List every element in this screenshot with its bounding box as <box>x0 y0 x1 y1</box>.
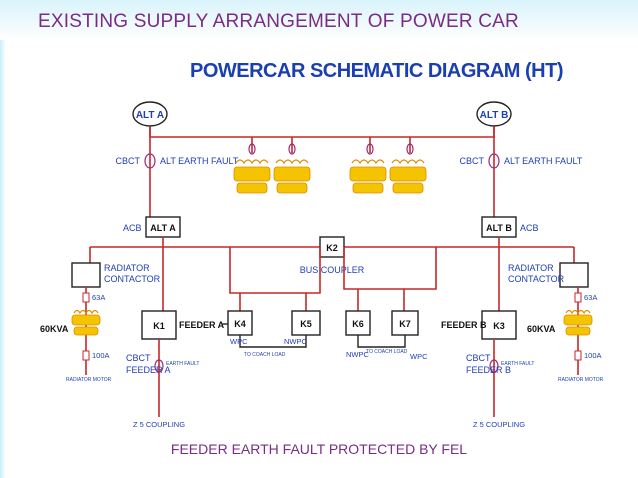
earth-fault-right-label: EARTH FAULT <box>501 361 534 367</box>
slide-caption: FEEDER EARTH FAULT PROTECTED BY FEL <box>170 441 468 457</box>
acb-to-bus-wires <box>162 237 500 247</box>
transformer-60kva-left <box>71 309 101 336</box>
k7-bus-wire <box>404 247 437 290</box>
cbct-feeder-b-ring <box>489 359 499 373</box>
transformer-60kva-right <box>563 309 593 336</box>
fuse-63a-right-label: 63A <box>584 293 597 302</box>
alternator-b-label: ALT B <box>480 110 509 121</box>
cbct-feeder-b-label-2: FEEDER B <box>466 365 511 375</box>
cbct-feeder-a-ring <box>154 359 164 373</box>
radiator-right-label-1: RADIATOR <box>508 263 554 273</box>
right-motor-note: RADIATOR MOTOR <box>558 377 604 383</box>
contactor-k3-label: K3 <box>493 321 505 331</box>
k6-k7-output-wire <box>357 335 406 348</box>
to-coach-load-right-label: TO COACH LOAD <box>366 349 408 355</box>
fuse-63a-left-label: 63A <box>92 293 105 302</box>
contactor-k5-label: K5 <box>300 319 312 329</box>
alternator-a-label: ALT A <box>136 110 164 121</box>
slide-title: EXISTING SUPPLY ARRANGEMENT OF POWER CAR <box>38 11 519 32</box>
acb-left-label: ACB <box>123 223 142 233</box>
cbct-left-label: CBCT <box>116 156 141 166</box>
nwpc-right-label: NWPC <box>346 350 369 359</box>
cbct-feeder-a-label-2: FEEDER A <box>126 365 171 375</box>
contactor-k4-label: K4 <box>234 319 246 329</box>
cbct-right-ring <box>488 153 500 169</box>
left-motor-note: RADIATOR MOTOR <box>66 377 112 383</box>
k6-k7-feed-wire <box>343 247 405 311</box>
contactor-k7 <box>391 310 419 336</box>
contactor-k6 <box>345 310 371 336</box>
fuse-100a-left <box>82 350 90 361</box>
radiator-right-label-2: CONTACTOR <box>508 274 565 284</box>
transformer-group-right <box>349 137 427 194</box>
powercar-schematic-diagram: .w { stroke: #c62828; stroke-width: 1.6;… <box>40 60 604 429</box>
contactor-k6-label: K6 <box>352 319 364 329</box>
z5-coupling-right-label: Z 5 COUPLING <box>473 420 525 429</box>
radiator-contactor-left-box <box>71 262 101 288</box>
alt-earth-fault-right-label: ALT EARTH FAULT <box>504 156 583 166</box>
to-coach-load-left-label: TO COACH LOAD <box>244 352 286 358</box>
nwpc-left-label: NWPC <box>284 337 307 346</box>
contactor-k7-label: K7 <box>399 319 411 329</box>
contactor-k1 <box>141 310 177 340</box>
alternator-link-wire <box>149 122 495 138</box>
cbct-left-ring <box>144 153 156 169</box>
kva-right-label: 60KVA <box>527 324 556 334</box>
cbct-right-label: CBCT <box>460 156 485 166</box>
left-accent-stripe <box>0 40 6 478</box>
feeder-a-label: FEEDER A <box>179 320 225 330</box>
radiator-left-label-1: RADIATOR <box>104 263 150 273</box>
k4-k5-feed-wire <box>229 247 307 311</box>
fuse-100a-left-label: 100A <box>92 351 110 360</box>
radiator-left-label-2: CONTACTOR <box>104 274 161 284</box>
cbct-feeder-b-label-1: CBCT <box>466 353 491 363</box>
contactor-k3 <box>481 310 517 340</box>
diagram-title: POWERCAR SCHEMATIC DIAGRAM (HT) <box>190 60 563 82</box>
alt-earth-fault-left-label: ALT EARTH FAULT <box>160 156 239 166</box>
acb-box-left-label: ALT A <box>150 223 176 233</box>
fuse-63a-right <box>574 292 582 303</box>
feeder-b-label: FEEDER B <box>441 320 487 330</box>
contactor-k1-label: K1 <box>153 321 165 331</box>
acb-box-right-label: ALT B <box>486 223 512 233</box>
fuse-100a-right-label: 100A <box>584 351 602 360</box>
z5-coupling-left-label: Z 5 COUPLING <box>133 420 185 429</box>
fuse-100a-right <box>574 350 582 361</box>
bus-coupler-k2-label: K2 <box>326 243 338 253</box>
earth-fault-left-label: EARTH FAULT <box>166 361 199 367</box>
k4-k5-output-wire <box>239 335 307 348</box>
title-bar <box>0 0 638 40</box>
acb-right-label: ACB <box>520 223 539 233</box>
transformer-group-left <box>233 137 311 194</box>
bus-coupler-label: BUS COUPLER <box>300 265 365 275</box>
wpc-right-label: WPC <box>410 352 428 361</box>
radiator-contactor-right-box <box>559 262 589 288</box>
kva-left-label: 60KVA <box>40 324 69 334</box>
fuse-63a-left <box>82 292 90 303</box>
wpc-left-label: WPC <box>230 337 248 346</box>
k5-bus-wire <box>306 247 321 294</box>
cbct-feeder-a-label-1: CBCT <box>126 353 151 363</box>
